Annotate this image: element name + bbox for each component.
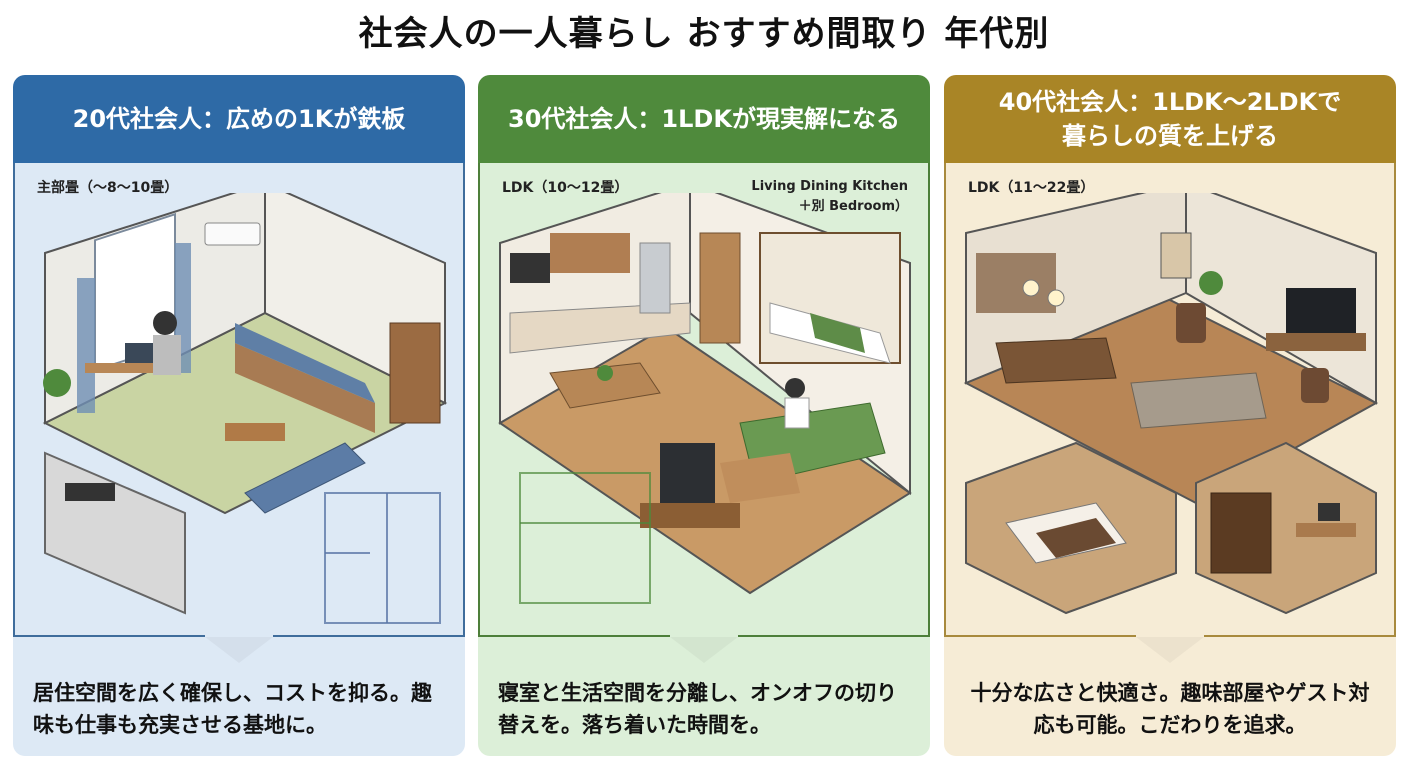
card-30s: 30代社会人：1LDKが現実解になる LDK（10〜12畳） Living Di… bbox=[478, 75, 930, 756]
card-caption: 居住空間を広く確保し、コストを抑る。趣味も仕事も充実させる基地に。 bbox=[33, 681, 432, 737]
area-label: 主部畳（〜8〜10畳） bbox=[37, 180, 179, 196]
frame-edge bbox=[944, 635, 1136, 637]
area-sublabel: Living Dining Kitchen ＋別 Bedroom） bbox=[751, 179, 908, 214]
card-caption: 十分な広さと快適さ。趣味部屋やゲスト対応も可能。こだわりを追求。 bbox=[970, 681, 1370, 737]
card-40s: 40代社会人：1LDK〜2LDKで 暮らしの質を上げる LDK（11〜22畳） bbox=[944, 75, 1396, 756]
frame-edge bbox=[273, 635, 465, 637]
card-heading-line-2: 暮らしの質を上げる bbox=[1062, 122, 1278, 150]
illustration-frame: LDK（11〜22畳） bbox=[944, 163, 1396, 637]
pointer-notch bbox=[670, 637, 738, 663]
area-label: LDK（10〜12畳） bbox=[502, 180, 629, 196]
frame-edge bbox=[738, 635, 930, 637]
illustration-frame: LDK（10〜12畳） Living Dining Kitchen ＋別 Bed… bbox=[478, 163, 930, 637]
room-1k-illustration-icon bbox=[42, 193, 448, 624]
room-1ldk-illustration-icon bbox=[498, 193, 912, 604]
card-heading: 40代社会人：1LDK〜2LDKで 暮らしの質を上げる bbox=[944, 75, 1396, 163]
card-20s: 20代社会人：広めの1Kが鉄板 主部畳（〜8〜10畳） bbox=[13, 75, 465, 756]
card-body: LDK（10〜12畳） Living Dining Kitchen ＋別 Bed… bbox=[478, 163, 930, 756]
card-caption: 寝室と生活空間を分離し、オンオフの切り替えを。落ち着いた時間を。 bbox=[498, 681, 897, 737]
card-heading: 20代社会人：広めの1Kが鉄板 bbox=[13, 75, 465, 163]
frame-edge bbox=[478, 635, 670, 637]
pointer-notch bbox=[205, 637, 273, 663]
frame-edge bbox=[1204, 635, 1396, 637]
card-heading-line-1: 40代社会人：1LDK〜2LDKで bbox=[998, 88, 1342, 116]
card-heading: 30代社会人：1LDKが現実解になる bbox=[478, 75, 930, 163]
area-label: LDK（11〜22畳） bbox=[968, 180, 1095, 196]
card-body: LDK（11〜22畳） bbox=[944, 163, 1396, 756]
room-2ldk-illustration-icon bbox=[963, 193, 1379, 615]
card-body: 主部畳（〜8〜10畳） bbox=[13, 163, 465, 756]
frame-edge bbox=[13, 635, 205, 637]
page-title: 社会人の一人暮らし おすすめ間取り 年代別 bbox=[358, 14, 1050, 54]
pointer-notch bbox=[1136, 637, 1204, 663]
illustration-frame: 主部畳（〜8〜10畳） bbox=[13, 163, 465, 637]
